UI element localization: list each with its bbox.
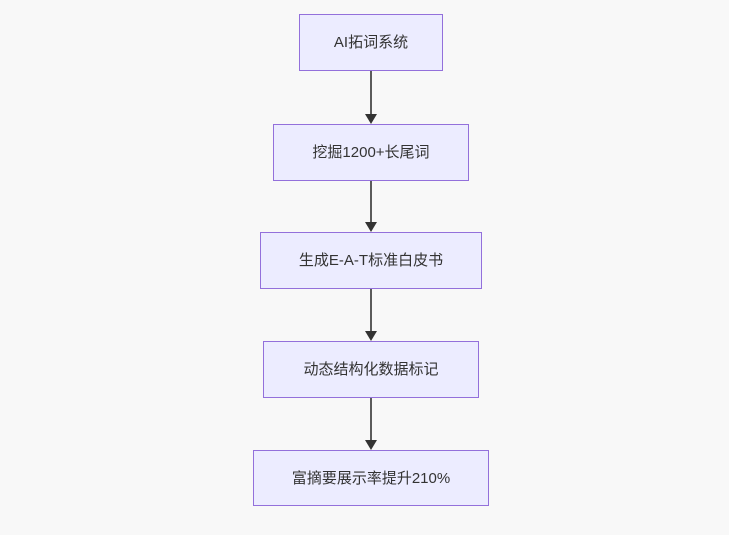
arrowhead-down-icon (365, 222, 377, 232)
flow-arrow (364, 289, 378, 341)
arrow-line (370, 398, 372, 442)
flow-arrow (364, 181, 378, 232)
flowchart-node-ai-word-expansion: AI拓词系统 (299, 14, 443, 71)
node-label: AI拓词系统 (333, 34, 409, 51)
flowchart-node-eat-whitepaper: 生成E-A-T标准白皮书 (260, 232, 482, 289)
arrowhead-down-icon (365, 331, 377, 341)
arrow-line (370, 181, 372, 224)
arrow-line (370, 71, 372, 116)
arrowhead-down-icon (365, 440, 377, 450)
node-label: 挖掘1200+长尾词 (312, 144, 430, 161)
node-label: 动态结构化数据标记 (303, 361, 439, 378)
node-label: 生成E-A-T标准白皮书 (298, 252, 444, 269)
flowchart-node-longtail-keywords: 挖掘1200+长尾词 (273, 124, 469, 181)
flow-arrow (364, 71, 378, 124)
arrow-line (370, 289, 372, 333)
arrowhead-down-icon (365, 114, 377, 124)
flowchart-node-rich-snippet-rate: 富摘要展示率提升210% (253, 450, 489, 506)
flow-arrow (364, 398, 378, 450)
flowchart-node-structured-data-markup: 动态结构化数据标记 (263, 341, 479, 398)
node-label: 富摘要展示率提升210% (291, 469, 451, 487)
